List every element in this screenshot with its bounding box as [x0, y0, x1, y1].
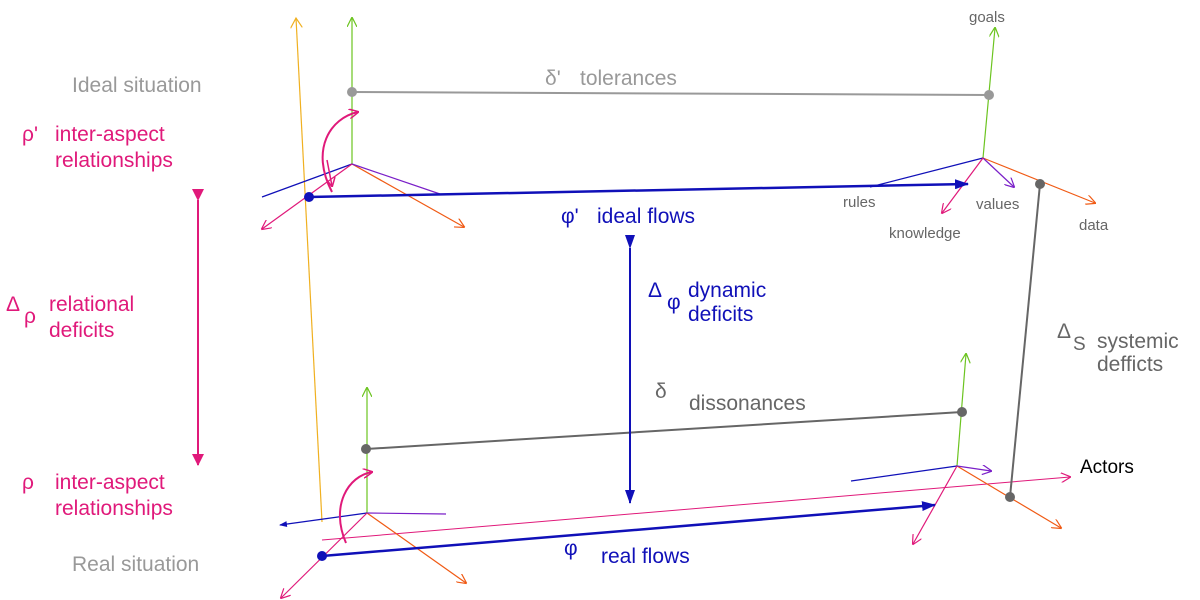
- dynamic-deficit-symbol: Δ: [648, 279, 662, 302]
- ideal-situation-label: Ideal situation: [72, 74, 202, 97]
- relational-deficit-line1: relational: [49, 293, 134, 316]
- tolerances-label: tolerances: [580, 67, 677, 90]
- ideal-relations-symbol: ρ': [22, 123, 38, 146]
- real-flows-symbol: φ: [564, 537, 578, 560]
- dissonances-symbol: δ: [655, 380, 667, 403]
- real-relations-line2: relationships: [55, 497, 173, 520]
- relational-deficit-subscript: ρ: [24, 305, 36, 328]
- tolerances-symbol: δ': [545, 67, 561, 90]
- real-flow-arrow: [321, 501, 936, 558]
- real-situation-label: Real situation: [72, 553, 199, 576]
- yellow-axis: [296, 18, 323, 523]
- systemic-top-point: [1035, 179, 1045, 189]
- dissonance-left-point: [361, 444, 371, 454]
- dissonance-line: [365, 411, 963, 450]
- systemic-bottom-point: [1005, 492, 1015, 502]
- goals-axis-label: goals: [969, 9, 1005, 26]
- dynamic-deficit-line2: deficits: [688, 303, 753, 326]
- real-relations-line1: inter-aspect: [55, 471, 165, 494]
- systemic-deficit-line2: defficts: [1097, 353, 1163, 376]
- real-flows-label: real flows: [601, 545, 690, 568]
- systemic-deficit-subscript: S: [1073, 334, 1086, 355]
- relational-deficit-line2: deficits: [49, 319, 114, 342]
- dynamic-deficit-subscript: φ: [667, 291, 681, 314]
- values-axis-label: values: [976, 196, 1019, 213]
- ideal-relations-line2: relationships: [55, 149, 173, 172]
- ideal-flows-symbol: φ': [561, 205, 579, 228]
- systemic-deficit-line: [1009, 183, 1041, 498]
- data-axis-label: data: [1079, 217, 1109, 234]
- dynamic-deficit-line1: dynamic: [688, 279, 766, 302]
- ideal-flow-arrow: [308, 179, 969, 199]
- real-left-node: [279, 388, 466, 598]
- tolerance-left-point: [347, 87, 357, 97]
- dissonances-label: dissonances: [689, 392, 806, 415]
- ideal-flow-origin: [304, 192, 314, 202]
- systemic-deficit-line1: systemic: [1097, 330, 1179, 353]
- tolerance-line: [351, 91, 990, 96]
- systemic-deficit-symbol: Δ: [1057, 320, 1071, 343]
- ideal-relations-line1: inter-aspect: [55, 123, 165, 146]
- actors-axis-label: Actors: [1080, 457, 1134, 478]
- ideal-left-node: [262, 18, 464, 229]
- relational-deficit-symbol: Δ: [6, 293, 20, 316]
- real-right-node: [850, 354, 1061, 544]
- rules-axis-label: rules: [843, 194, 876, 211]
- knowledge-axis-label: knowledge: [889, 225, 961, 242]
- actors-axis: [321, 477, 1070, 541]
- real-relations-symbol: ρ: [22, 471, 34, 494]
- tolerance-right-point: [984, 90, 994, 100]
- real-flow-origin: [317, 551, 327, 561]
- dissonance-right-point: [957, 407, 967, 417]
- ideal-flows-label: ideal flows: [597, 205, 695, 228]
